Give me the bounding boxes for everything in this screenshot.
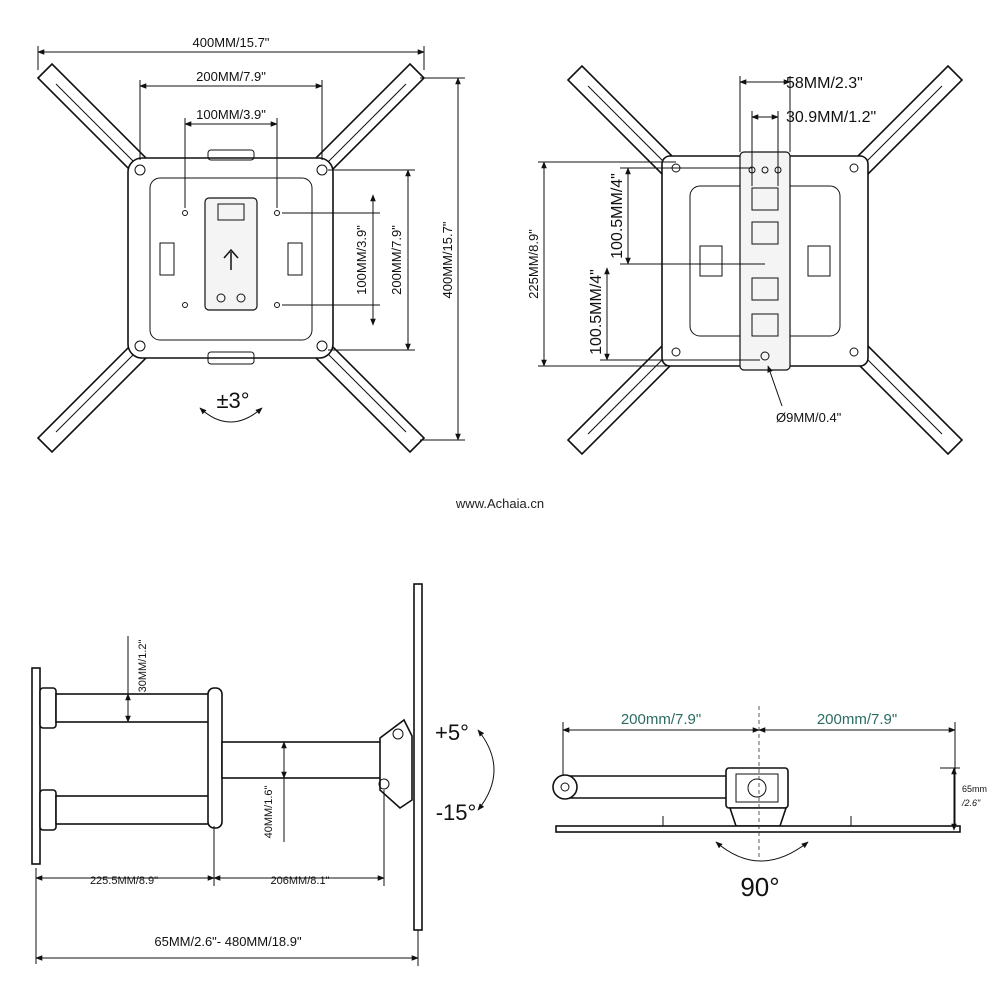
front-width-total-label: 400MM/15.7"	[193, 35, 270, 50]
top-left-width-label: 200mm/7.9"	[621, 711, 701, 728]
side-tilt-down-label: -15°	[436, 800, 477, 825]
top-view-tv-plate	[555, 825, 961, 833]
side-view-wall-plate	[31, 667, 41, 865]
front-height-total-label: 400MM/15.7"	[440, 221, 455, 298]
front-width-mid-label: 200MM/7.9"	[196, 69, 266, 84]
side-extension-range-label: 65MM/2.6"- 480MM/18.9"	[154, 934, 302, 949]
back-plate-width-label: 58MM/2.3"	[786, 75, 863, 92]
back-view-arms	[566, 64, 964, 456]
back-slot-width-label: 30.9MM/1.2"	[786, 109, 876, 126]
tilt-arrow-icon	[199, 407, 263, 423]
watermark-text: www.Achaia.cn	[455, 496, 544, 511]
front-view: 400MM/15.7" 200MM/7.9" 100MM/3.9" 100MM/…	[36, 35, 465, 454]
back-spacing-lower-label: 100.5MM/4"	[588, 269, 605, 355]
side-arm1-length-label: 225.5MM/8.9"	[90, 875, 158, 887]
back-hole-diameter-label: Ø9MM/0.4"	[776, 410, 842, 425]
front-height-small-label: 100MM/3.9"	[354, 225, 369, 295]
side-tilt-up-label: +5°	[435, 720, 469, 745]
top-view: 200mm/7.9" 200mm/7.9" 65mm /2.6" 90°	[552, 706, 987, 902]
front-tilt-label: ±3°	[216, 388, 249, 413]
side-arm-height-label: 40MM/1.6"	[263, 786, 275, 839]
back-view-vertical-plate	[739, 151, 791, 371]
back-spacing-upper-label: 100.5MM/4"	[609, 173, 626, 259]
top-swivel-label: 90°	[740, 872, 779, 902]
front-height-mid-label: 200MM/7.9"	[389, 225, 404, 295]
top-view-wall-pivot	[552, 774, 578, 800]
top-depth-label-line2: /2.6"	[961, 798, 981, 808]
top-right-width-label: 200mm/7.9"	[817, 711, 897, 728]
side-arm2-length-label: 206MM/8.1"	[271, 875, 330, 887]
back-height-total-label: 225MM/8.9"	[526, 229, 541, 299]
back-view: 58MM/2.3" 30.9MM/1.2" 225MM/8.9" 100.5MM…	[526, 64, 964, 456]
side-view-tv-plate	[413, 583, 423, 931]
side-view: 30MM/1.2" 40MM/1.6" 225.5MM/8.9" 206MM/8…	[31, 583, 495, 966]
side-view-upper-arm	[55, 693, 217, 723]
side-view-lower-arm	[55, 795, 217, 825]
top-depth-label-line1: 65mm	[962, 784, 987, 794]
top-view-arm	[565, 775, 743, 799]
front-view-arms	[36, 62, 426, 454]
front-width-small-label: 100MM/3.9"	[196, 107, 266, 122]
side-view-forearm	[221, 741, 391, 779]
side-arm-thickness-label: 30MM/1.2"	[137, 640, 149, 693]
